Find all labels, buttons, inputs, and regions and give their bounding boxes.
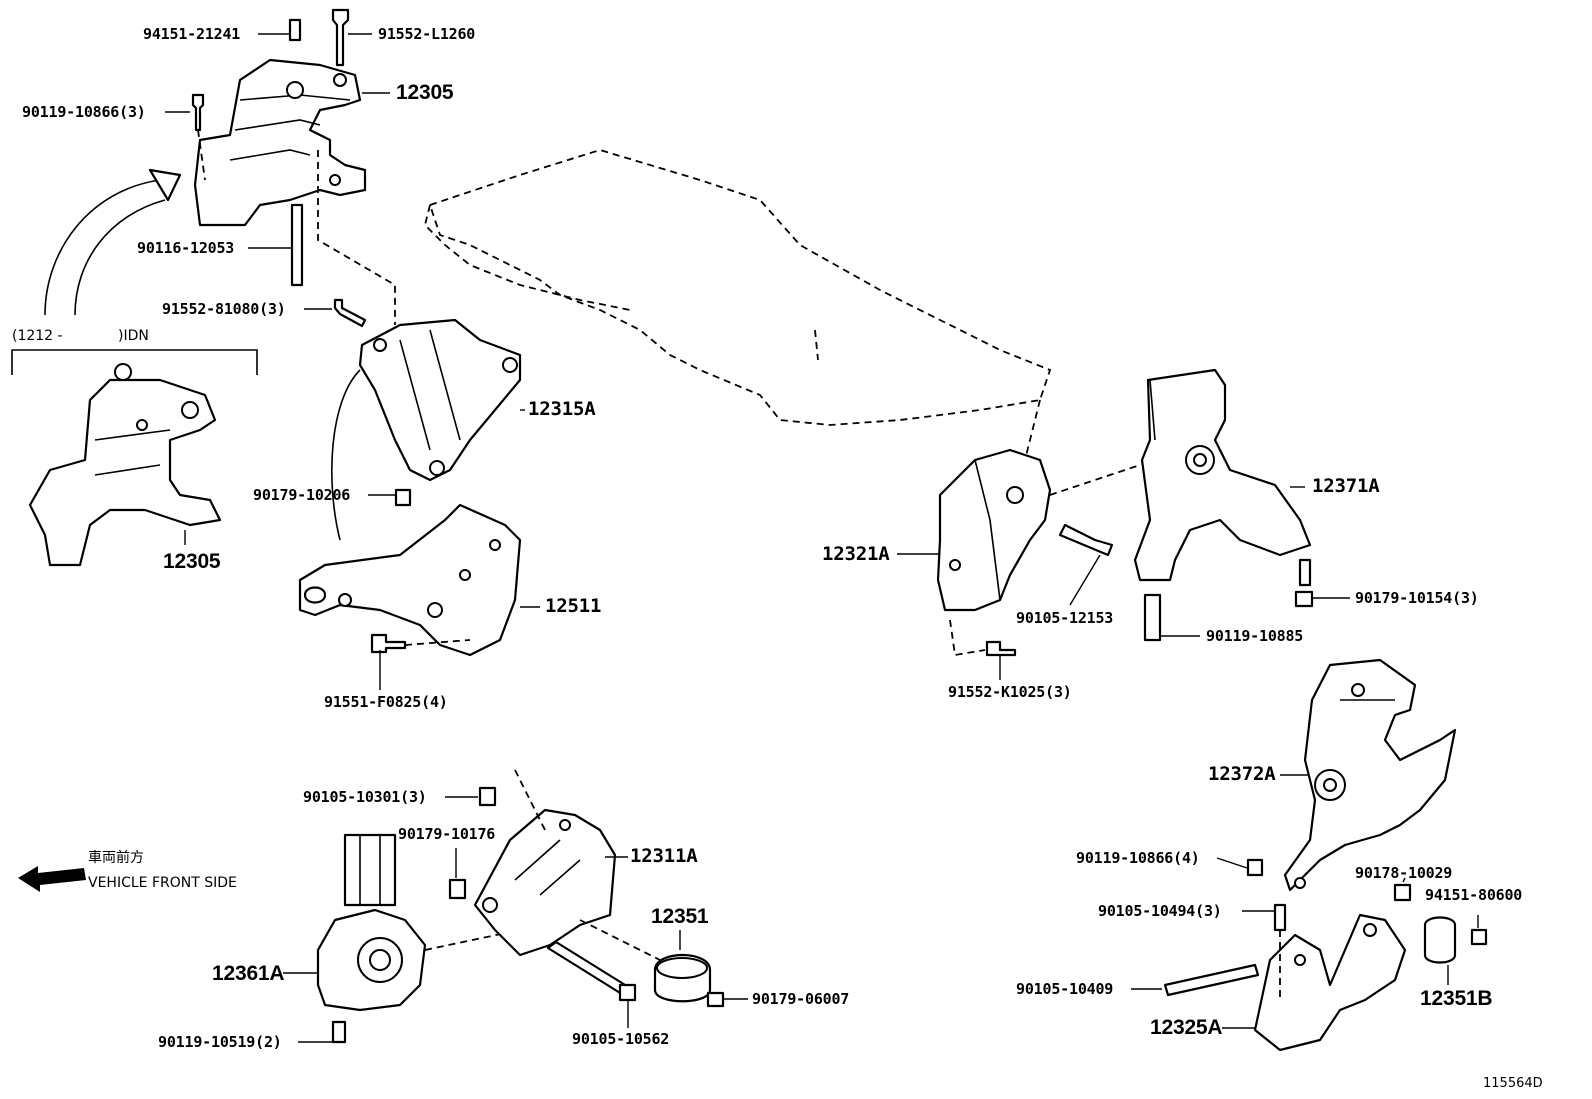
engine-mount-12361A (316, 833, 521, 1044)
engine-mount-12305-inset (28, 363, 222, 567)
label-94151-80600: 94151-80600 (1425, 886, 1523, 904)
engine-mount-12305-top (191, 8, 396, 325)
inset-range: (1212 - (12, 328, 63, 344)
label-90105-10301-3: 90105-10301(3) (303, 788, 427, 806)
label-90179-10154-3: 90179-10154(3) (1355, 589, 1479, 607)
label-12311A: 12311A (630, 845, 698, 867)
label-12511: 12511 (545, 595, 602, 617)
label-12325A: 12325A (1150, 1016, 1223, 1039)
label-91552-K1025-3: 91552-K1025(3) (948, 683, 1072, 701)
engine-mount-12371A (1049, 368, 1314, 642)
bracket-12511 (298, 503, 522, 657)
bracket-12315A (331, 298, 522, 541)
pointer-arrow (44, 168, 182, 316)
label-12351B: 12351B (1420, 987, 1493, 1010)
label-90119-10519-2: 90119-10519(2) (158, 1033, 282, 1051)
label-90119-10866-4: 90119-10866(4) (1076, 849, 1200, 867)
label-91552-L1260: 91552-L1260 (378, 25, 476, 43)
figure-code: 115564D (1483, 1076, 1543, 1091)
label-90119-10866-3: 90119-10866(3) (22, 103, 146, 121)
label-94151-21241: 94151-21241 (143, 25, 241, 43)
inset-bracket (11, 349, 258, 375)
engine-block-outline (424, 149, 1052, 481)
label-90105-12153: 90105-12153 (1016, 609, 1114, 627)
label-12372A: 12372A (1208, 763, 1276, 785)
bracket-12311A (448, 769, 725, 1008)
label-90119-10885: 90119-10885 (1206, 627, 1304, 645)
label-91552-81080-3: 91552-81080(3) (162, 300, 286, 318)
label-90105-10494-3: 90105-10494(3) (1098, 902, 1222, 920)
label-12371A: 12371A (1312, 475, 1380, 497)
label-12305-top: 12305 (396, 81, 454, 104)
inset-suffix: )IDN (118, 328, 149, 344)
bracket-12325A (1163, 858, 1488, 1052)
label-90105-10409: 90105-10409 (1016, 980, 1114, 998)
label-90179-10176: 90179-10176 (398, 825, 496, 843)
front-note-jp: 車両前方 (88, 850, 144, 866)
label-12351: 12351 (651, 905, 709, 928)
label-91551-F0825-4: 91551-F0825(4) (324, 693, 448, 711)
engine-mount-12372A (1283, 658, 1457, 892)
front-note-en: VEHICLE FRONT SIDE (88, 875, 237, 891)
label-12315A: 12315A (528, 398, 596, 420)
vehicle-front-arrow (18, 866, 86, 892)
label-90116-12053: 90116-12053 (137, 239, 235, 257)
label-90105-10562: 90105-10562 (572, 1030, 670, 1048)
label-12321A: 12321A (822, 543, 890, 565)
leader-lines (165, 33, 1479, 1043)
label-12305-inset: 12305 (163, 550, 221, 573)
label-90179-10206: 90179-10206 (253, 486, 351, 504)
label-90178-10029: 90178-10029 (1355, 864, 1453, 882)
label-12361A: 12361A (212, 962, 285, 985)
bracket-12321A (936, 448, 1052, 657)
label-90179-06007: 90179-06007 (752, 990, 850, 1008)
